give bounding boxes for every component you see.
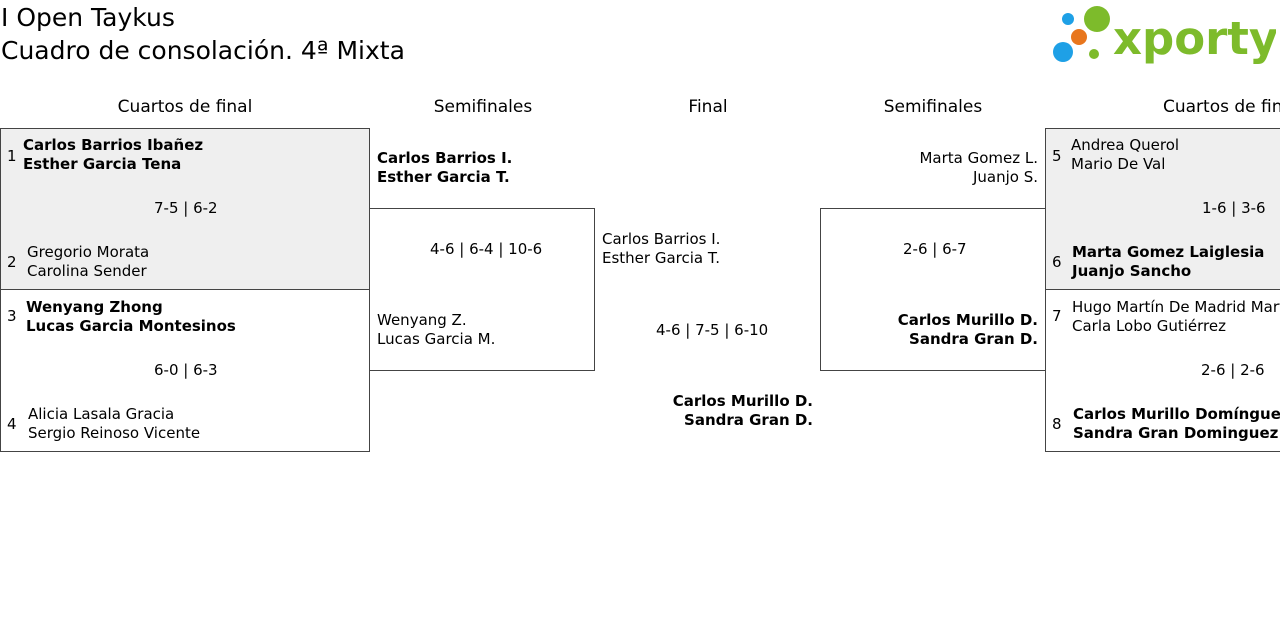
sf-match-left — [369, 208, 595, 371]
team-seed-8[interactable]: Carlos Murillo Domínguez Sandra Gran Dom… — [1073, 405, 1280, 443]
logo-dot-green-small — [1089, 49, 1099, 59]
match-score: 4-6 | 6-4 | 10-6 — [430, 240, 543, 258]
match-score: 2-6 | 6-7 — [903, 240, 967, 258]
player-name: Wenyang Z. — [377, 311, 467, 329]
seed-number: 3 — [7, 307, 17, 325]
final-team-top[interactable]: Carlos Barrios I. Esther Garcia T. — [602, 230, 720, 268]
player-name: Carlos Barrios I. — [377, 149, 513, 167]
player-name: Carlos Barrios Ibañez — [23, 136, 204, 154]
final-winner-team[interactable]: Carlos Murillo D. Sandra Gran D. — [673, 392, 813, 430]
team-seed-2[interactable]: Gregorio Morata Carolina Sender — [27, 243, 149, 281]
seed-number: 1 — [7, 147, 17, 165]
player-name: Wenyang Zhong — [26, 298, 163, 316]
seed-number: 4 — [7, 415, 17, 433]
team-seed-4[interactable]: Alicia Lasala Gracia Sergio Reinoso Vice… — [28, 405, 200, 443]
sf-team-right-top[interactable]: Marta Gomez L. Juanjo S. — [919, 149, 1038, 187]
player-name: Sandra Gran D. — [909, 330, 1038, 348]
logo-dot-blue-small — [1062, 13, 1074, 25]
team-seed-3[interactable]: Wenyang Zhong Lucas Garcia Montesinos — [26, 298, 236, 336]
seed-number: 7 — [1052, 307, 1062, 325]
sf-team-left-top[interactable]: Carlos Barrios I. Esther Garcia T. — [377, 149, 512, 187]
player-name: Marta Gomez L. — [919, 149, 1038, 167]
player-name: Marta Gomez Laiglesia — [1072, 243, 1265, 261]
player-name: Gregorio Morata — [27, 243, 150, 261]
seed-number: 6 — [1052, 253, 1062, 271]
round-header-semifinals-left: Semifinales — [433, 97, 533, 117]
player-name: Lucas Garcia M. — [377, 330, 496, 348]
sf-team-left-bottom[interactable]: Wenyang Z. Lucas Garcia M. — [377, 311, 495, 349]
match-score: 6-0 | 6-3 — [154, 361, 218, 379]
team-seed-7[interactable]: Hugo Martín De Madrid Martínez Carla Lob… — [1072, 298, 1280, 336]
player-name: Juanjo S. — [972, 168, 1038, 186]
player-name: Carla Lobo Gutiérrez — [1072, 317, 1226, 335]
player-name: Carlos Murillo D. — [897, 311, 1038, 329]
player-name: Juanjo Sancho — [1072, 262, 1192, 280]
logo-dot-orange — [1071, 29, 1087, 45]
final-score: 4-6 | 7-5 | 6-10 — [656, 321, 769, 339]
logo-dot-blue-big — [1053, 42, 1073, 62]
sf-team-right-bottom[interactable]: Carlos Murillo D. Sandra Gran D. — [898, 311, 1038, 349]
seed-number: 2 — [7, 253, 17, 271]
player-name: Sergio Reinoso Vicente — [28, 424, 201, 442]
seed-number: 8 — [1052, 415, 1062, 433]
match-score: 1-6 | 3-6 — [1202, 199, 1266, 217]
round-header-quarterfinals-right: Cuartos de final — [1163, 97, 1280, 117]
player-name: Sandra Gran Dominguez — [1073, 424, 1279, 442]
player-name: Esther Garcia T. — [377, 168, 510, 186]
logo-dot-green-big — [1084, 6, 1110, 32]
player-name: Hugo Martín De Madrid Martínez — [1072, 298, 1280, 316]
player-name: Andrea Querol — [1071, 136, 1180, 154]
player-name: Lucas Garcia Montesinos — [26, 317, 236, 335]
qf-match-4 — [1045, 289, 1280, 452]
round-header-semifinals-right: Semifinales — [883, 97, 983, 117]
player-name: Sandra Gran D. — [684, 411, 813, 429]
player-name: Carlos Barrios I. — [602, 230, 721, 248]
match-score: 7-5 | 6-2 — [154, 199, 218, 217]
seed-number: 5 — [1052, 147, 1062, 165]
team-seed-5[interactable]: Andrea Querol Mario De Val — [1071, 136, 1179, 174]
round-header-quarterfinals-left: Cuartos de final — [117, 97, 253, 117]
qf-match-3 — [1045, 128, 1280, 290]
player-name: Esther Garcia T. — [602, 249, 721, 267]
player-name: Carolina Sender — [27, 262, 147, 280]
team-seed-6[interactable]: Marta Gomez Laiglesia Juanjo Sancho — [1072, 243, 1264, 281]
qf-match-1 — [0, 128, 370, 290]
draw-title: Cuadro de consolación. 4ª Mixta — [1, 36, 405, 65]
team-seed-1[interactable]: Carlos Barrios Ibañez Esther Garcia Tena — [23, 136, 203, 174]
player-name: Alicia Lasala Gracia — [28, 405, 175, 423]
round-header-final: Final — [688, 97, 728, 117]
tournament-title: I Open Taykus — [1, 3, 175, 32]
player-name: Mario De Val — [1071, 155, 1166, 173]
xporty-logo[interactable]: xporty — [1050, 4, 1276, 66]
player-name: Carlos Murillo Domínguez — [1073, 405, 1280, 423]
logo-text: xporty — [1113, 12, 1276, 65]
player-name: Carlos Murillo D. — [672, 392, 813, 410]
player-name: Esther Garcia Tena — [23, 155, 182, 173]
match-score: 2-6 | 2-6 — [1201, 361, 1265, 379]
